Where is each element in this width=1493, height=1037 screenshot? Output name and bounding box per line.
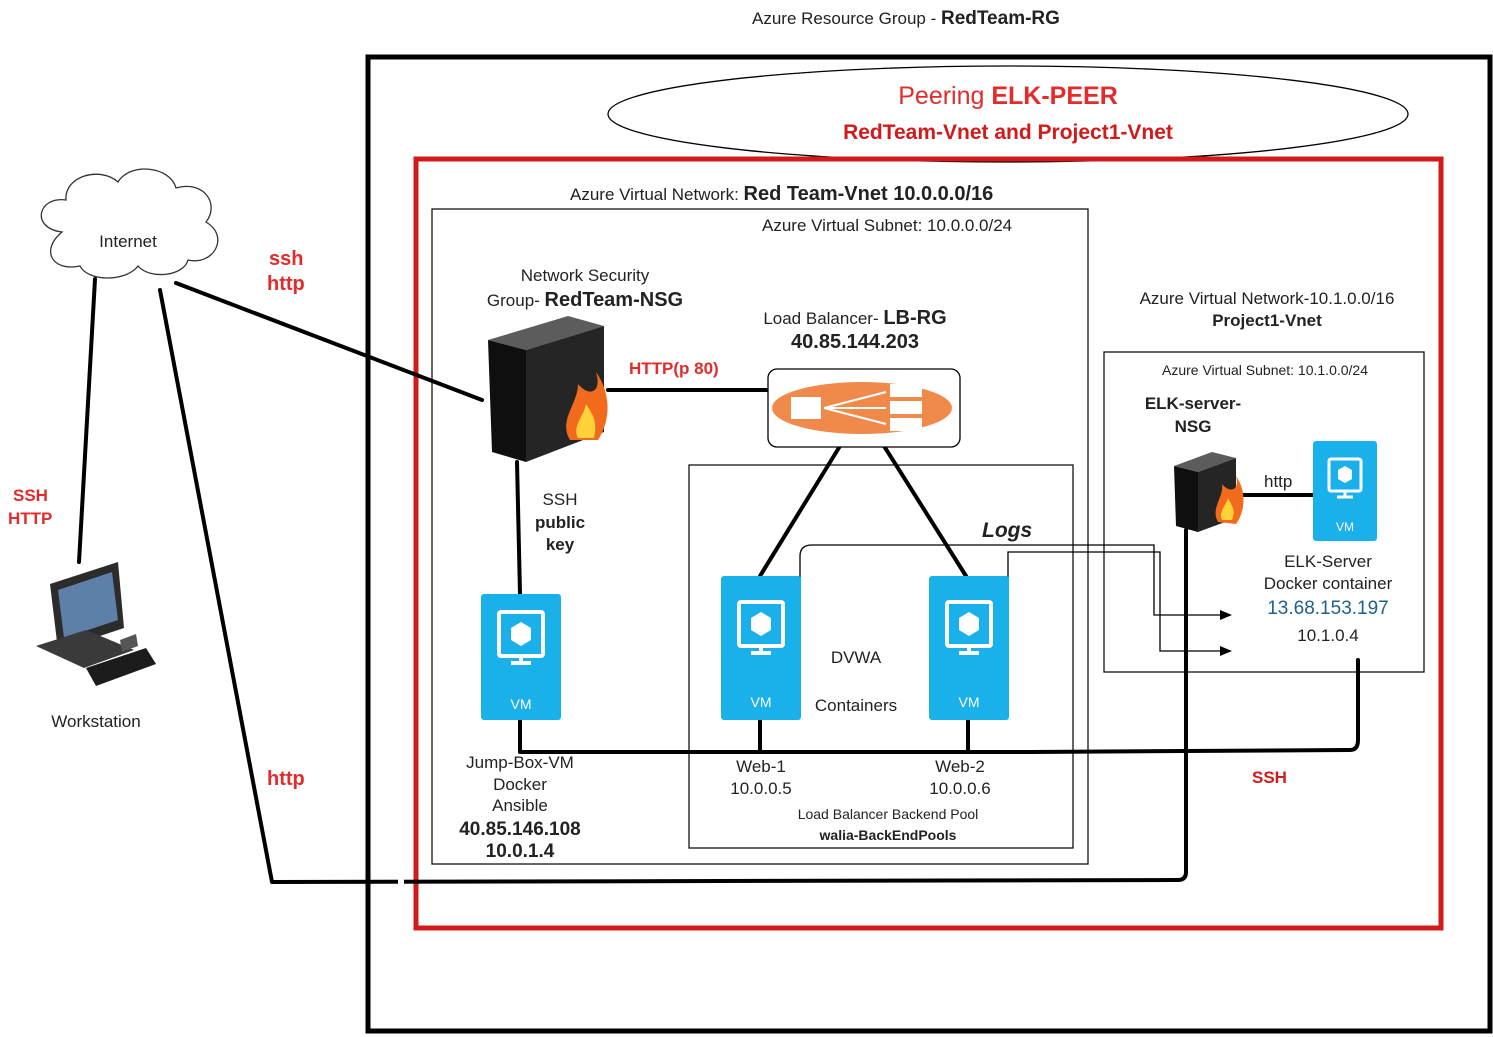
link-ssh-internal	[518, 658, 1360, 754]
link-internet-workstation	[77, 277, 97, 564]
jumpbox-vm-icon[interactable]: VM	[481, 594, 561, 720]
jumpbox-info: Jump-Box-VM Docker Ansible 40.85.146.108…	[459, 753, 581, 863]
backend-pool-label: Load Balancer Backend Pool walia-BackEnd…	[797, 806, 979, 844]
web1-info: Web-1 10.0.0.5	[730, 757, 792, 798]
link-nsg-jumpbox	[515, 460, 522, 596]
elk-firewall-icon	[1174, 452, 1244, 532]
logs-arrow-1	[1220, 610, 1232, 620]
ws-label-http: HTTP	[8, 509, 53, 528]
peering-ellipse	[607, 65, 1409, 163]
link-internet-elk-nsg	[158, 288, 1188, 884]
load-balancer-title: Load Balancer- LB-RG 40.85.144.203	[763, 307, 947, 353]
link-internet-nsg	[174, 281, 484, 402]
redteam-subnet-label: Azure Virtual Subnet: 10.0.0.0/24	[762, 216, 1013, 235]
resource-group-title: Azure Resource Group - RedTeam-RG	[752, 8, 1060, 29]
internet-label: Internet	[99, 232, 157, 251]
resource-group-frame	[365, 54, 1493, 1034]
redteam-vnet-title: Azure Virtual Network: Red Team-Vnet 10.…	[570, 183, 994, 205]
firewall-icon	[488, 316, 608, 462]
redteam-vnet-frame	[413, 156, 1444, 931]
dvwa-label: DVWA Containers	[814, 648, 898, 715]
load-balancer-icon	[767, 368, 961, 448]
link-label-http: http	[267, 273, 305, 295]
elk-server-info: ELK-Server Docker container 13.68.153.19…	[1263, 552, 1393, 645]
bottom-http-label: http	[267, 768, 305, 790]
workstation-label: Workstation	[51, 712, 141, 731]
link-lb-web1	[758, 444, 842, 578]
web2-vm-icon[interactable]: VM	[929, 576, 1009, 720]
internet-cloud-shape	[40, 168, 219, 279]
nsg-title: Network Security Group- RedTeam-NSG	[486, 266, 684, 311]
logs-path-web2	[1007, 551, 1225, 652]
link-lb-web2	[882, 444, 968, 578]
elk-vm-icon[interactable]: VM	[1313, 441, 1377, 541]
ssh-key-label: SSH public key	[534, 490, 586, 555]
elk-http-label: http	[1264, 472, 1293, 491]
redteam-subnet-frame	[431, 208, 1089, 865]
peering-title: Peering ELK-PEER	[898, 82, 1118, 110]
project-subnet-frame	[1103, 351, 1425, 673]
web1-vm-icon[interactable]: VM	[721, 576, 801, 720]
ws-label-ssh: SSH	[13, 486, 48, 505]
link-label-ssh: ssh	[269, 248, 304, 270]
project-subnet-label: Azure Virtual Subnet: 10.1.0.0/24	[1162, 362, 1368, 378]
project-vnet-title: Azure Virtual Network-10.1.0.0/16 Projec…	[1139, 289, 1395, 330]
backend-pool-frame	[688, 464, 1074, 849]
web2-info: Web-2 10.0.0.6	[929, 757, 991, 798]
peering-subtitle: RedTeam-Vnet and Project1-Vnet	[843, 121, 1173, 144]
nsg-lb-link-label: HTTP(p 80)	[629, 359, 719, 378]
elk-nsg-label: ELK-server- NSG	[1144, 394, 1242, 436]
workstation-computer-icon	[36, 562, 156, 686]
logs-path-web1	[799, 544, 1225, 640]
logs-label: Logs	[982, 519, 1033, 542]
logs-arrow-2	[1220, 646, 1232, 656]
ssh-elk-label: SSH	[1252, 768, 1287, 787]
